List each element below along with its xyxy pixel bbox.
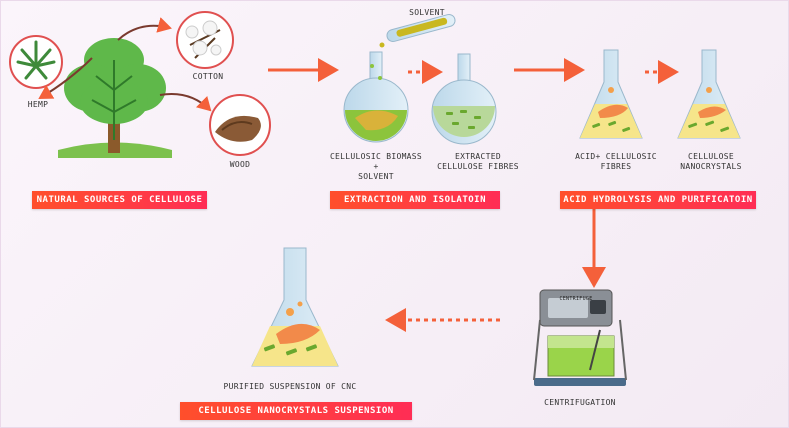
- wood-icon: [209, 94, 271, 156]
- solvent-label: SOLVENT: [409, 8, 445, 17]
- flow-arrows: [268, 58, 679, 332]
- banner-suspension: CELLULOSE NANOCRYSTALS SUSPENSION: [180, 402, 412, 420]
- solvent-tube-icon: [379, 13, 456, 48]
- flask-acid-icon: [579, 49, 643, 139]
- centrifuge-device-label: CENTRIFUGE: [559, 296, 593, 302]
- flask2-label: EXTRACTED CELLULOSE FIBRES: [437, 152, 519, 171]
- hemp-label: HEMP: [27, 100, 49, 109]
- final-flask-label: PURIFIED SUSPENSION OF CNC: [223, 382, 357, 391]
- banner-extraction: EXTRACTION AND ISOLATOIN: [330, 191, 500, 209]
- cotton-label: COTTON: [192, 72, 224, 81]
- flask-nanocrystals-icon: [677, 49, 741, 139]
- hemp-icon: [9, 35, 63, 89]
- flask3-label: ACID+ CELLULOSIC FIBRES: [575, 152, 657, 171]
- tree-icon: [58, 38, 172, 158]
- centrifugation-label: CENTRIFUGATION: [544, 398, 616, 407]
- wood-label: WOOD: [229, 160, 251, 169]
- flask-final-icon: [251, 247, 339, 367]
- banner-natural-sources: NATURAL SOURCES OF CELLULOSE: [32, 191, 207, 209]
- flask1-label: CELLULOSIC BIOMASS + SOLVENT: [329, 152, 423, 181]
- cotton-icon: [176, 11, 234, 69]
- flask4-label: CELLULOSE NANOCRYSTALS: [680, 152, 742, 171]
- flask-extracted-icon: [431, 53, 497, 145]
- centrifuge-icon: [533, 289, 627, 386]
- flask-biomass-icon: [343, 51, 409, 143]
- banner-acid-hydrolysis: ACID HYDROLYSIS AND PURIFICATOIN: [560, 191, 756, 209]
- source-arrows: [38, 17, 212, 112]
